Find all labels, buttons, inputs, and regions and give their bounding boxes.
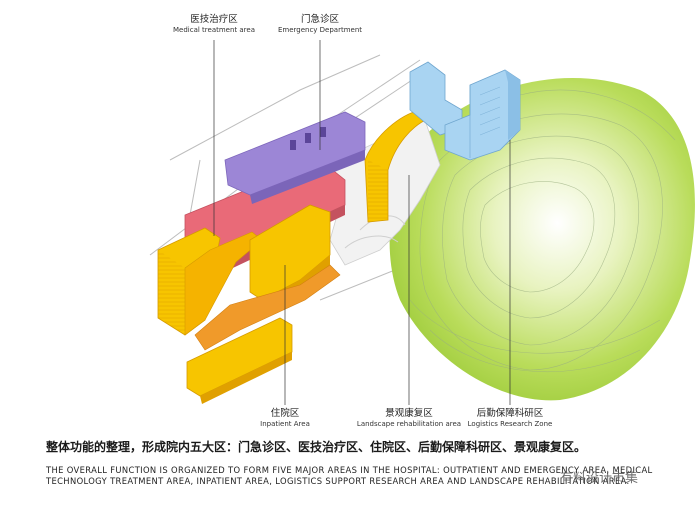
label-inpatient: 住院区 Inpatient Area bbox=[240, 408, 330, 429]
watermark: 有料设计市集 bbox=[560, 471, 639, 486]
inpatient-blocks bbox=[157, 109, 431, 404]
label-medical: 医技治疗区 Medical treatment area bbox=[162, 14, 266, 35]
label-logistics-en: Logistics Research Zone bbox=[467, 419, 553, 428]
emergency-block bbox=[224, 111, 366, 204]
label-logistics-zh: 后勤保障科研区 bbox=[476, 408, 544, 419]
label-emergency-zh: 门急诊区 bbox=[300, 14, 339, 25]
label-emergency: 门急诊区 Emergency Department bbox=[268, 14, 372, 35]
label-logistics: 后勤保障科研区 Logistics Research Zone bbox=[462, 408, 558, 429]
label-landscape-zh: 景观康复区 bbox=[385, 408, 433, 419]
label-medical-en: Medical treatment area bbox=[173, 25, 255, 34]
label-inpatient-en: Inpatient Area bbox=[260, 419, 310, 428]
label-landscape-en: Landscape rehabilitation area bbox=[356, 419, 462, 428]
label-medical-zh: 医技治疗区 bbox=[190, 14, 238, 25]
label-landscape: 景观康复区 Landscape rehabilitation area bbox=[352, 408, 466, 429]
logistics-blocks bbox=[409, 61, 521, 161]
caption-en: THE OVERALL FUNCTION IS ORGANIZED TO FOR… bbox=[46, 465, 653, 487]
label-inpatient-zh: 住院区 bbox=[270, 408, 300, 419]
leader-lines bbox=[213, 40, 511, 405]
caption-zh: 整体功能的整理，形成院内五大区：门急诊区、医技治疗区、住院区、后勤保障科研区、景… bbox=[46, 440, 587, 454]
label-emergency-en: Emergency Department bbox=[277, 25, 363, 34]
